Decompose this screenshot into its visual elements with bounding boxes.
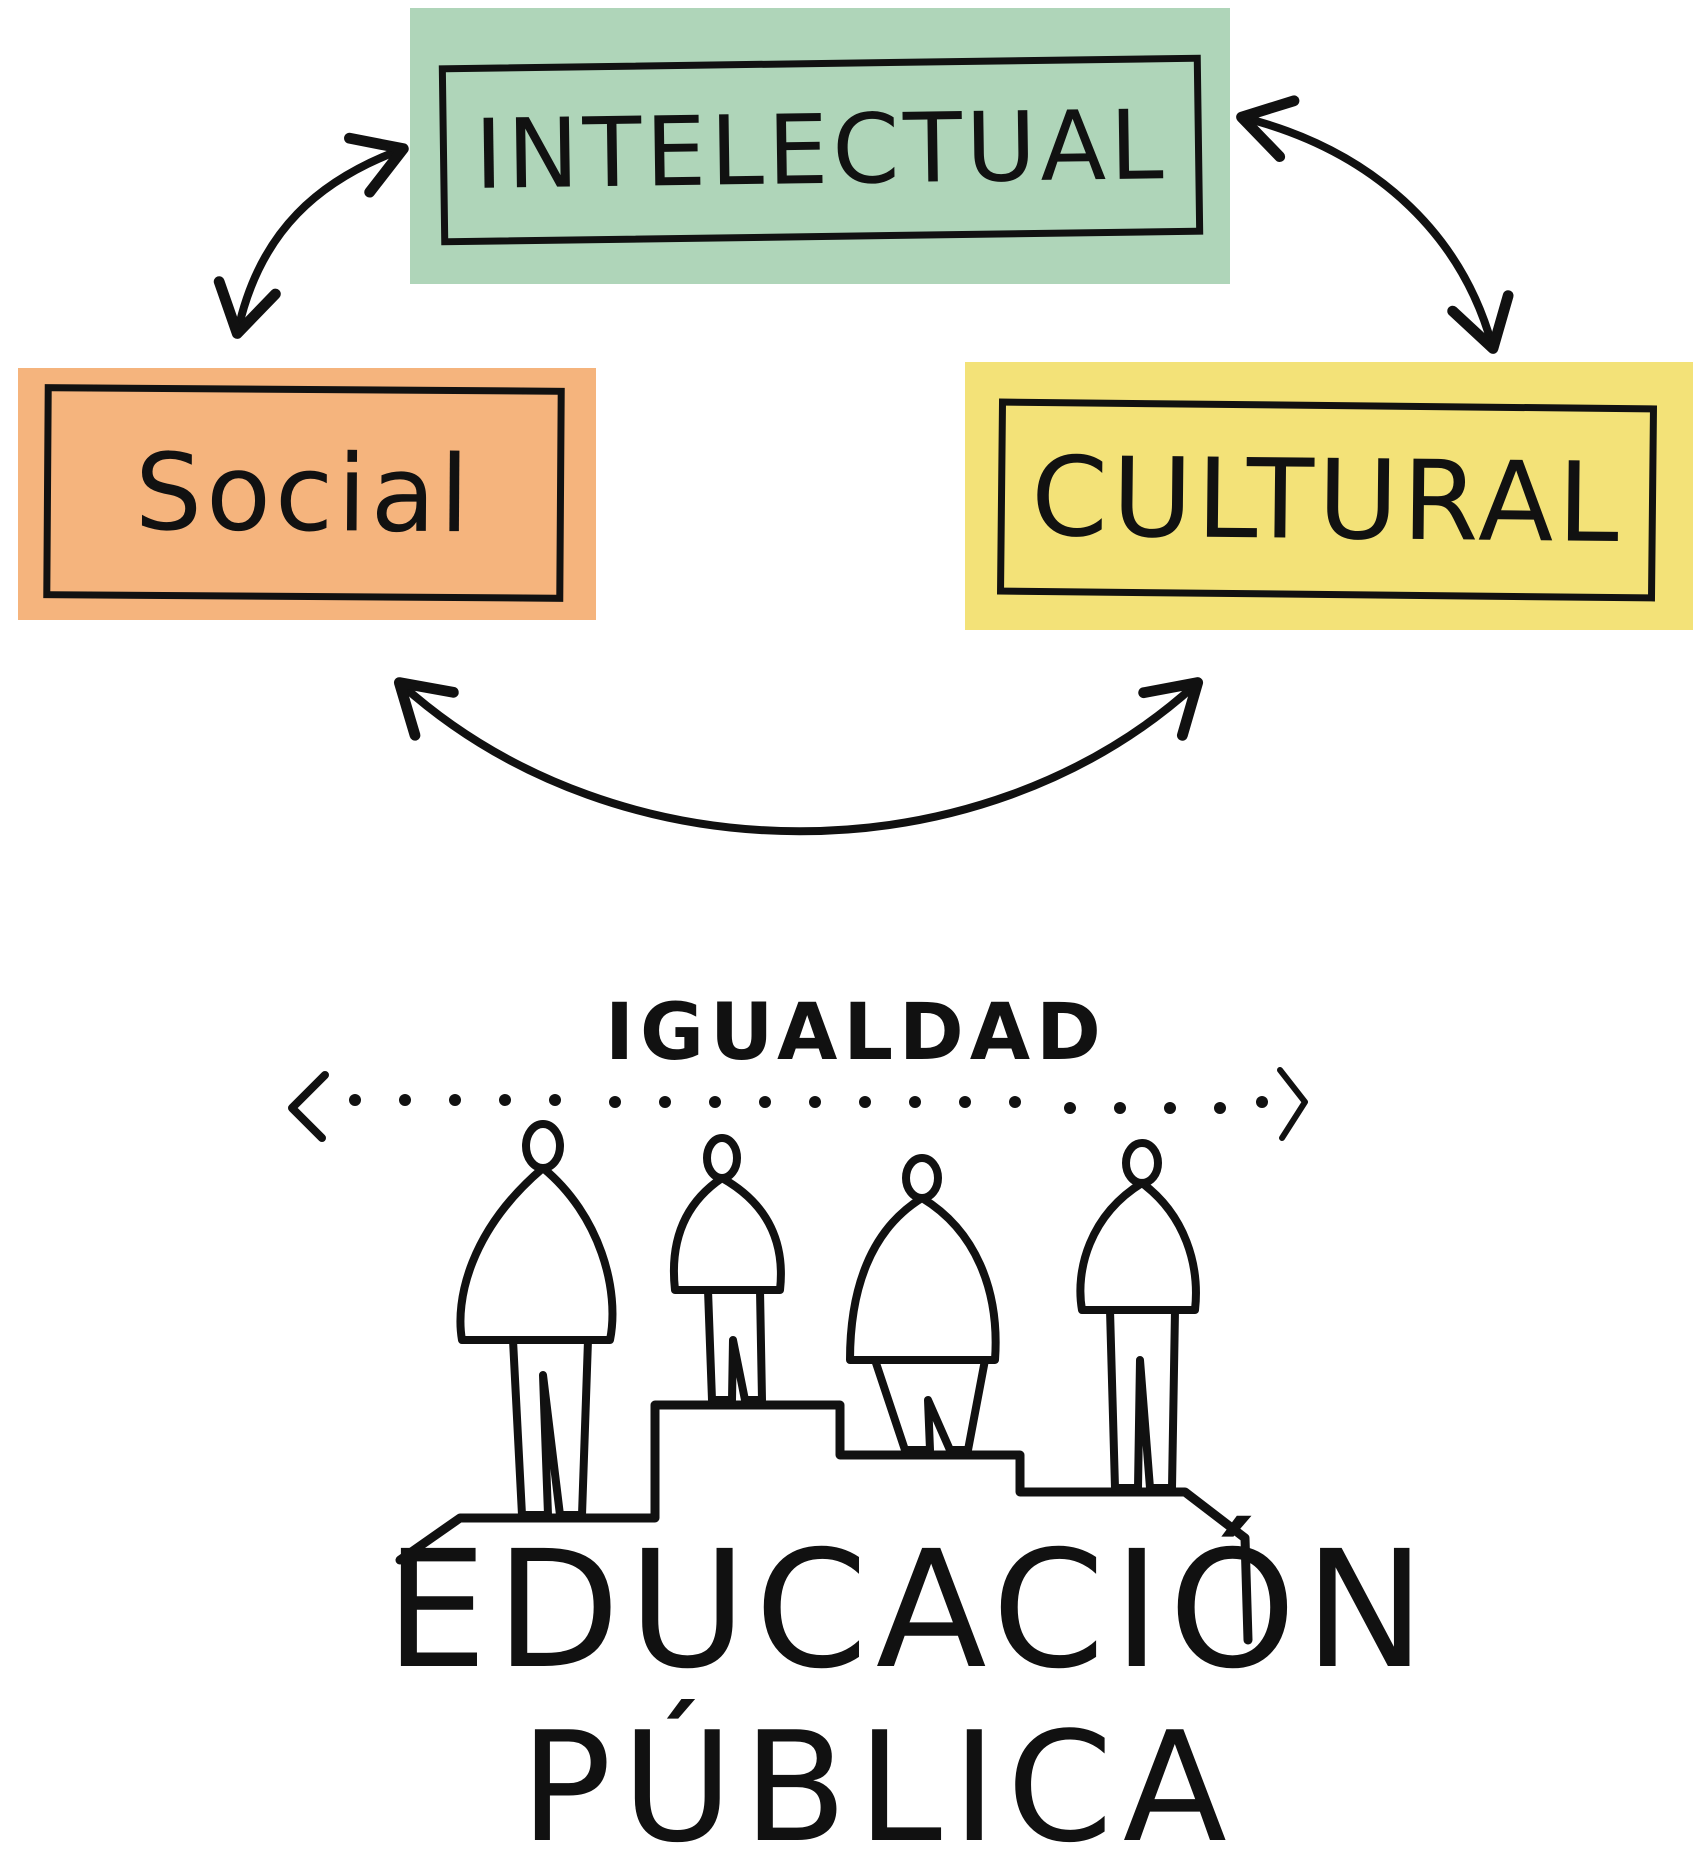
arrow-intelectual-social [213,132,409,339]
title-line-1: EDUCACIÓN [385,1517,1434,1705]
podium-steps [395,1400,1253,1645]
equality-dotted-line [288,1067,1308,1142]
person-3-icon [846,1154,1000,1454]
equality-right-arrowhead-icon [1277,1067,1308,1141]
social-box-background [18,368,596,620]
arrow-intelectual-cultural [1236,95,1514,354]
intelectual-box-background [410,8,1230,284]
person-1-icon [456,1120,617,1519]
arrow-social-cultural [393,677,1204,836]
equality-left-arrowhead-icon [288,1071,329,1142]
equality-label: IGUALDAD [605,988,1107,1078]
title-line-2: PÚBLICA [520,1699,1237,1872]
person-2-icon [669,1134,785,1404]
cultural-box-background [965,362,1693,630]
person-4-icon [1076,1139,1200,1492]
